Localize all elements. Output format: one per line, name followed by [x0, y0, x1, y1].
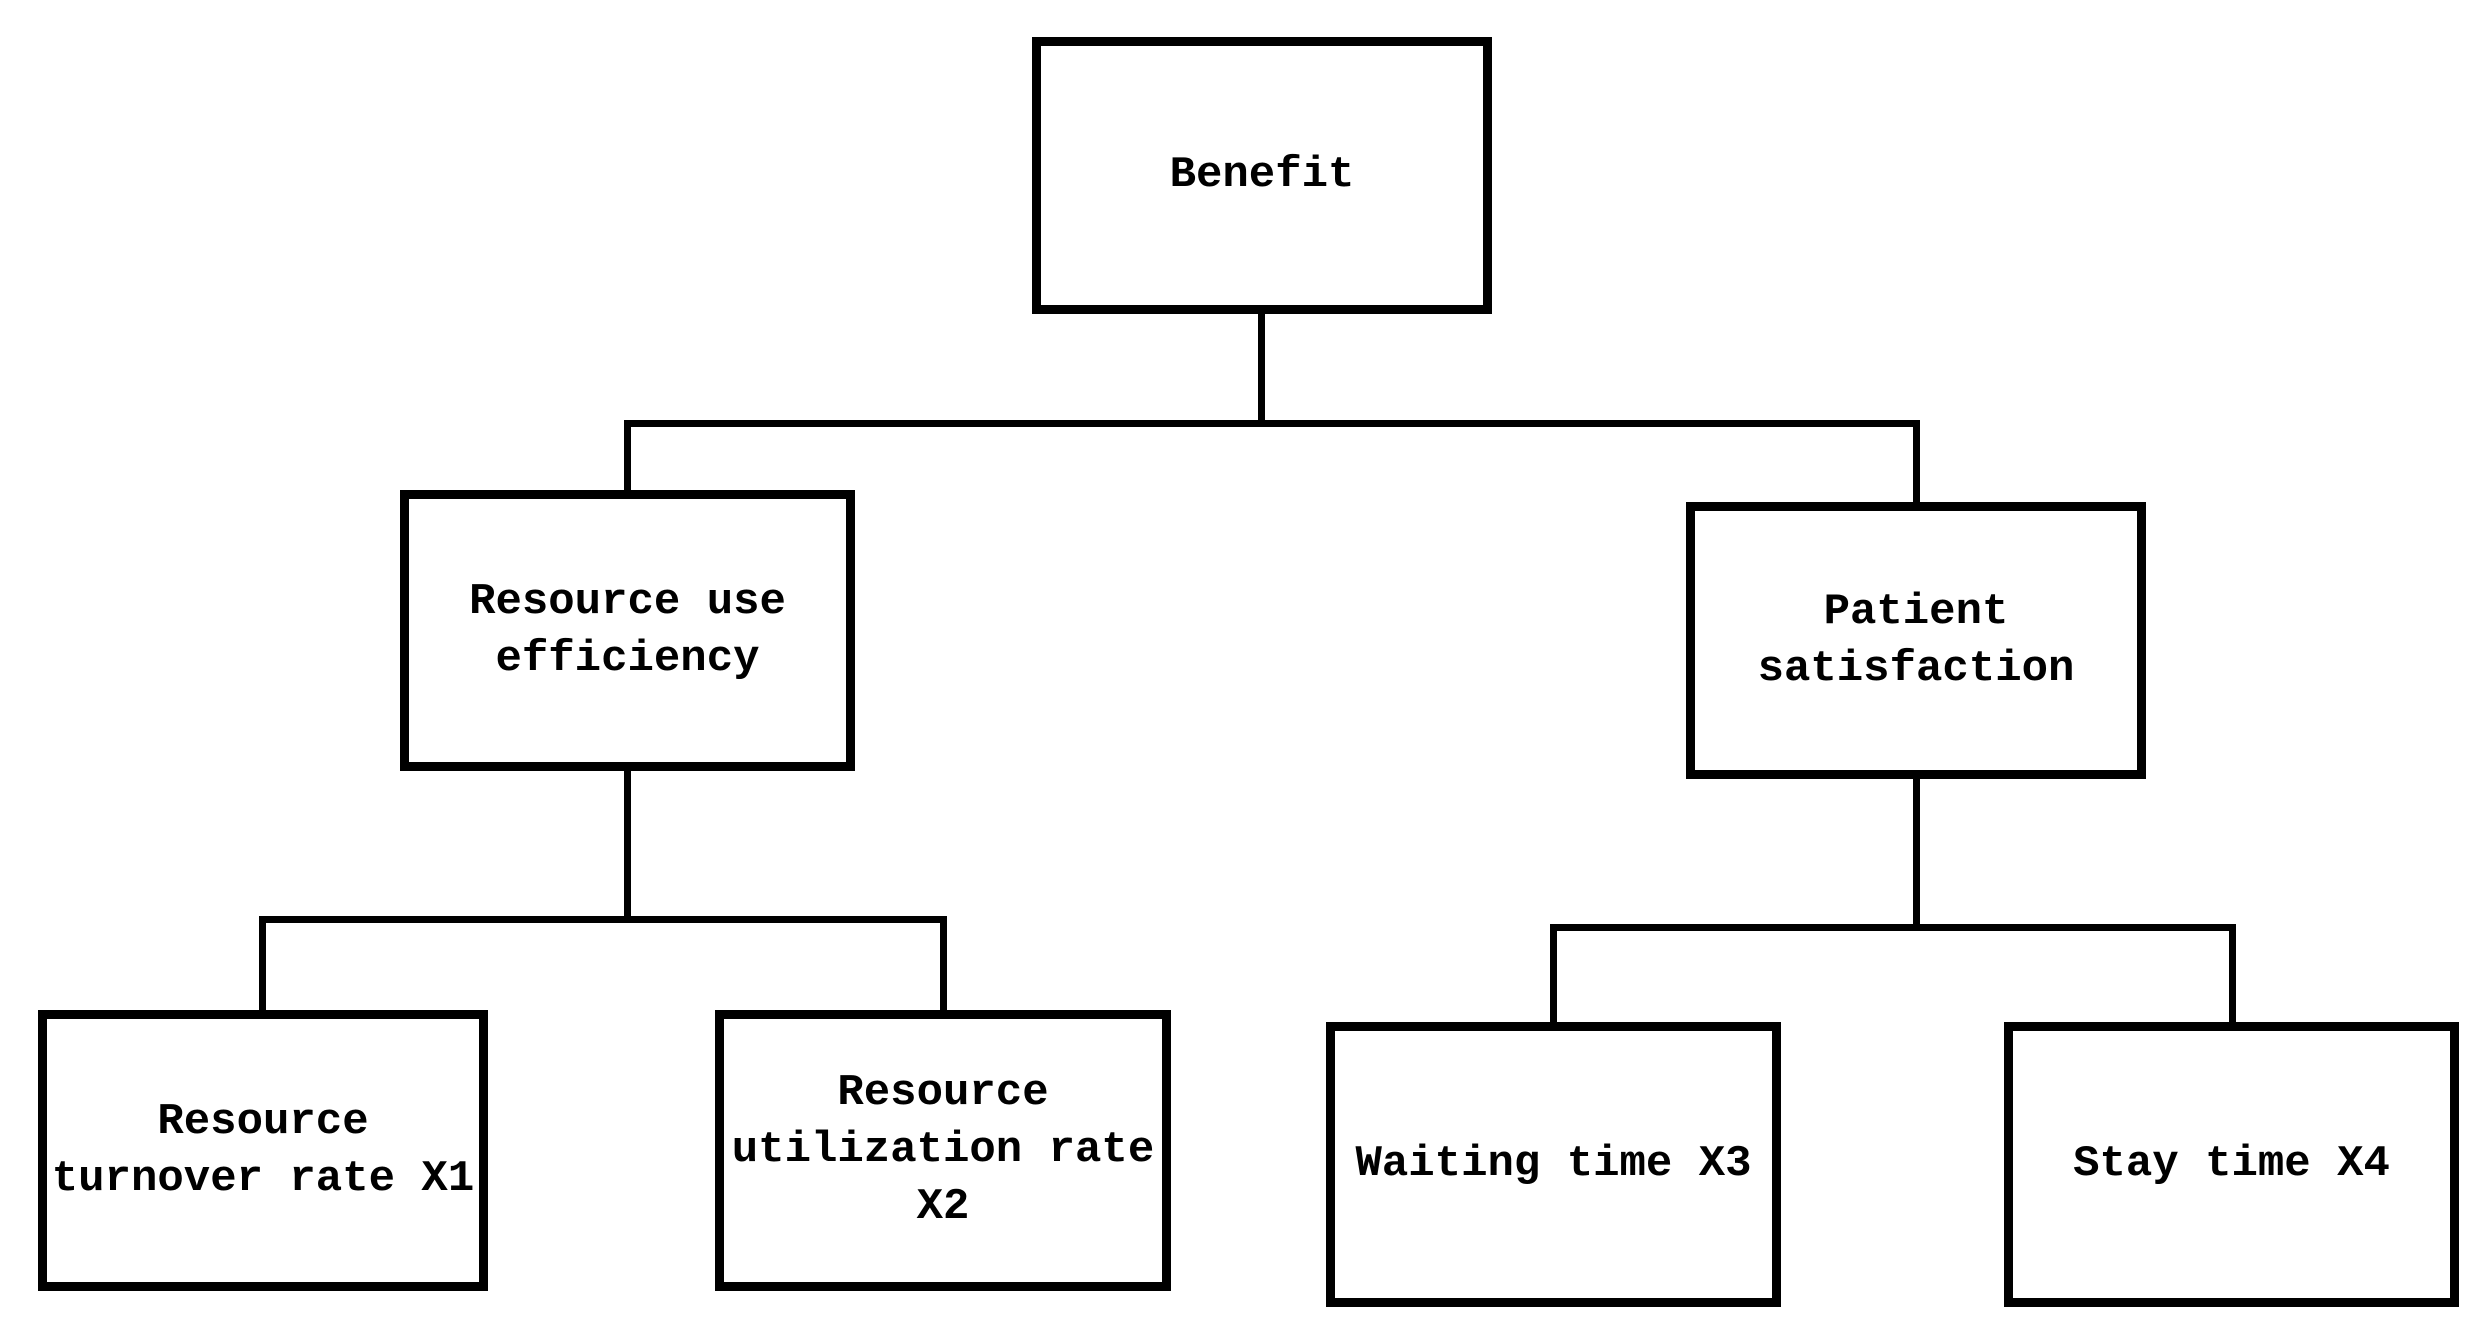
connector-satisfaction-crossbar: [1550, 924, 2236, 931]
connector-satisfaction-drop: [1913, 425, 1920, 503]
connector-x3-drop: [1550, 929, 1557, 1023]
node-resource-turnover-rate-x1: Resource turnover rate X1: [38, 1010, 488, 1291]
node-resource-use-efficiency: Resource use efficiency: [400, 490, 855, 771]
connector-efficiency-stem: [624, 769, 631, 919]
connector-satisfaction-stem: [1913, 777, 1920, 927]
connector-benefit-stem: [1258, 312, 1265, 424]
node-stay-time-x4: Stay time X4: [2004, 1022, 2459, 1307]
connector-efficiency-drop: [624, 425, 631, 491]
connector-x2-drop: [940, 921, 947, 1011]
node-waiting-time-x3: Waiting time X3: [1326, 1022, 1781, 1307]
connector-level2-crossbar: [624, 420, 1920, 427]
connector-x1-drop: [259, 921, 266, 1011]
connector-x4-drop: [2229, 929, 2236, 1023]
node-patient-satisfaction: Patient satisfaction: [1686, 502, 2146, 779]
connector-efficiency-crossbar: [259, 916, 947, 923]
node-benefit: Benefit: [1032, 37, 1492, 314]
node-resource-utilization-rate-x2: Resource utilization rate X2: [715, 1010, 1171, 1291]
